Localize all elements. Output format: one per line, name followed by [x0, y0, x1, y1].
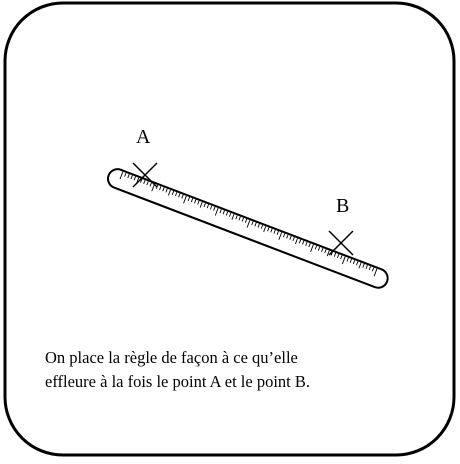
ruler-tick	[326, 250, 330, 257]
ruler-tick	[238, 216, 241, 221]
ruler-tick	[317, 246, 321, 251]
ruler-tick	[209, 205, 213, 210]
ruler-tick	[159, 186, 162, 191]
ruler-tick	[197, 200, 200, 205]
ruler-tick	[199, 201, 203, 208]
ruler-tick	[371, 267, 375, 272]
ruler-tick	[362, 263, 365, 268]
ruler-tick	[130, 175, 133, 180]
ruler-tick	[278, 232, 283, 240]
ruler-tick	[244, 218, 248, 223]
ruler-tick	[206, 204, 210, 209]
ruler-tick	[190, 198, 194, 203]
ruler-tick	[119, 171, 124, 180]
ruler-tick	[225, 211, 229, 216]
ruler-tick	[254, 222, 257, 227]
ruler-tick	[340, 255, 343, 260]
ruler-tick	[308, 243, 311, 248]
ruler-tick	[352, 260, 356, 265]
ruler-tick	[171, 190, 175, 195]
ruler-tick	[267, 227, 270, 232]
ruler-tick	[222, 210, 225, 215]
ruler-tick	[368, 266, 372, 271]
ruler-tick	[302, 240, 305, 245]
caption-line-2: effleure à la fois le point A et le poin…	[45, 372, 311, 391]
caption: On place la règle de façon à ce qu’elle …	[45, 346, 440, 394]
ruler-tick	[276, 230, 279, 235]
ruler-body	[107, 168, 389, 289]
ruler-tick	[124, 172, 127, 177]
ruler-tick	[229, 212, 232, 217]
ruler-tick	[295, 238, 298, 245]
ruler-tick	[337, 253, 340, 259]
ruler-tick	[341, 256, 346, 265]
ruler-tick	[213, 206, 216, 211]
ruler-tick	[263, 226, 267, 232]
ruler-tick	[289, 235, 292, 240]
ruler-tick	[167, 189, 171, 196]
ruler-tick	[149, 182, 152, 187]
ruler-tick	[246, 220, 251, 228]
caption-line-1: On place la règle de façon à ce qu’elle	[45, 348, 298, 367]
ruler-tick	[178, 193, 181, 198]
ruler-tick	[183, 195, 187, 204]
ruler-tick	[251, 221, 254, 226]
point-a-marker	[132, 162, 158, 188]
ruler-tick	[356, 261, 359, 266]
ruler-tick	[175, 192, 178, 197]
ruler-tick	[286, 234, 289, 239]
point-a-label: A	[136, 126, 151, 148]
point-b-label: B	[336, 195, 349, 217]
ruler-tick	[358, 262, 362, 269]
ruler-tick	[165, 188, 168, 193]
ruler-tick	[373, 268, 378, 277]
ruler	[107, 168, 389, 289]
ruler-tick	[143, 179, 146, 185]
ruler-tick	[127, 173, 130, 178]
ruler-tick	[187, 196, 190, 202]
ruler-tick	[324, 249, 327, 254]
ruler-tick	[298, 239, 302, 244]
ruler-tick	[162, 187, 165, 192]
ruler-tick	[257, 223, 260, 228]
ruler-tick	[310, 244, 314, 253]
ruler-tick	[231, 213, 235, 220]
ruler-tick	[305, 241, 308, 246]
ruler-tick	[140, 178, 143, 183]
point-b-marker	[328, 230, 354, 256]
ruler-tick	[194, 199, 197, 204]
ruler-tick	[314, 245, 318, 250]
ruler-tick	[292, 236, 295, 242]
ruler-tick	[203, 203, 206, 208]
ruler-tick	[270, 228, 273, 233]
ruler-tick	[214, 207, 219, 216]
ruler-tick	[333, 252, 337, 257]
ruler-tick	[241, 217, 244, 222]
ruler-tick	[321, 247, 324, 252]
ruler-tick	[181, 194, 184, 199]
ruler-tick	[283, 233, 286, 238]
ruler-tick	[133, 176, 136, 181]
ruler-tick	[365, 264, 368, 269]
ruler-tick	[346, 257, 349, 262]
ruler-tick	[146, 181, 149, 186]
ruler-tick	[273, 229, 276, 234]
ruler-tick	[349, 258, 352, 263]
ruler-tick	[219, 209, 222, 214]
ruler-tick	[260, 224, 264, 229]
ruler-tick	[235, 215, 238, 220]
